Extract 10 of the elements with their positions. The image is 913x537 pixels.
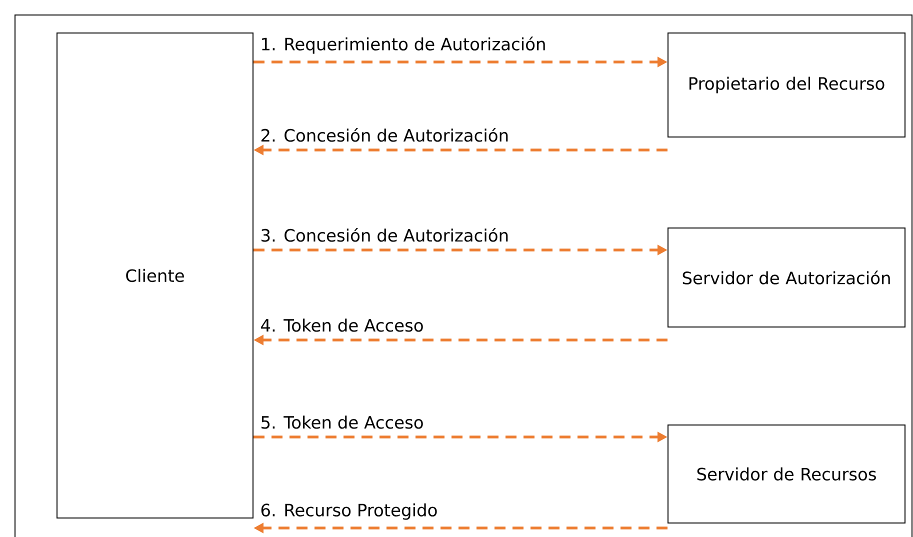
server-box: Servidor de Recursos xyxy=(668,424,906,524)
edge-label: 1. Requerimiento de Autorización xyxy=(262,36,545,54)
edge-label: 6. Recurso Protegido xyxy=(261,503,437,520)
server-box: Servidor de Autorización xyxy=(668,228,906,328)
edge-label: 4. Token de Acceso xyxy=(261,318,423,332)
server-box: Propietario del Recurso xyxy=(668,32,906,138)
edge-label: 3. Concesión de Autorización xyxy=(262,228,508,242)
edge-label: 2. Concesión de Autorización xyxy=(261,128,508,142)
client-box: Cliente xyxy=(56,32,254,518)
edge-label: 5. Token de Acceso xyxy=(262,416,423,429)
